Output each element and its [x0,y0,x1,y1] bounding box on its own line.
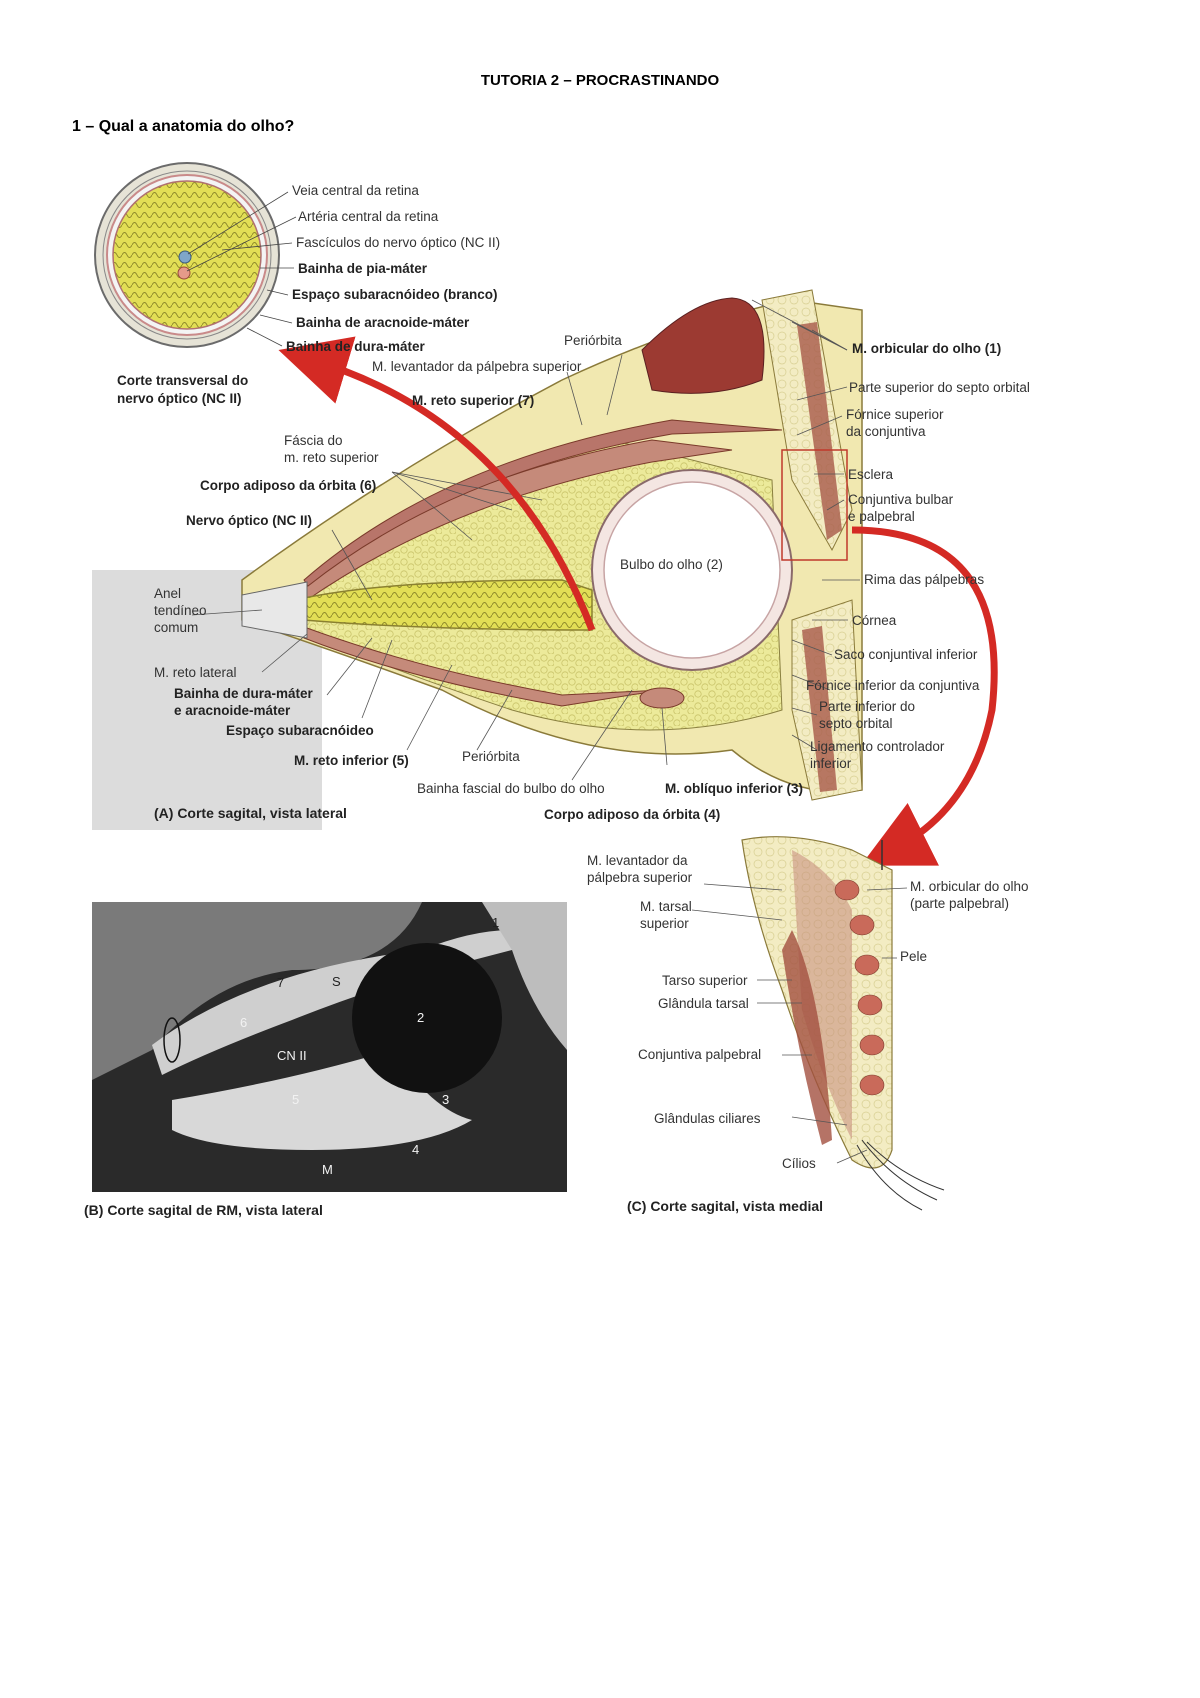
anatomy-illustration [92,162,998,1211]
label-dura-arachnoid-line2: e aracnoide-máter [174,703,291,718]
label-c-orbicularis-line2: (parte palpebral) [910,896,1010,911]
label-annulus-line1: Anel [154,586,182,601]
label-lateral-rectus: M. reto lateral [154,665,237,680]
label-sclera: Esclera [848,467,894,482]
label-superior-septum: Parte superior do septo orbital [849,380,1030,395]
label-eyeball: Bulbo do olho (2) [620,557,723,572]
label-c-tarsal-line2: superior [640,916,689,931]
label-fascia-line2: m. reto superior [284,450,379,465]
caption-panel-b: (B) Corte sagital de RM, vista lateral [84,1202,323,1218]
label-superior-fornix-line1: Fórnice superior [846,407,944,422]
mri-label-7: 7 [277,975,285,990]
label-inferior-fornix: Fórnice inferior da conjuntiva [806,678,980,693]
label-orbital-fat-6: Corpo adiposo da órbita (6) [200,478,377,493]
label-orbital-fat-4: Corpo adiposo da órbita (4) [544,807,721,822]
document-title: TUTORIA 2 – PROCRASTINANDO [480,72,720,89]
label-annulus-line2: tendíneo [154,603,207,618]
label-c-levator-line2: pálpebra superior [587,870,693,885]
label-periorbita-bottom: Periórbita [462,749,520,764]
mri-label-cn2: CN II [277,1048,307,1063]
mri-label-m: M [322,1162,333,1177]
label-ligament-line2: inferior [810,756,852,771]
label-c-levator-line1: M. levantador da [587,853,688,868]
mri-label-2: 2 [417,1010,425,1025]
label-c-tarsal-line1: M. tarsal [640,899,692,914]
panel-b-mri [92,902,567,1192]
label-inferior-sac: Saco conjuntival inferior [834,647,978,662]
eye-anatomy-figure: Veia central da retina Artéria central d… [84,150,1142,1330]
label-dura-mater-sheath: Bainha de dura-máter [286,339,425,354]
label-c-orbicularis-line1: M. orbicular do olho [910,879,1029,894]
mri-label-1: 1 [492,915,500,930]
label-cornea: Córnea [852,613,897,628]
panel-a-drawing [92,289,998,866]
panel-c-drawing [691,836,945,1211]
label-palpebral-fissure: Rima das pálpebras [864,572,985,587]
label-c-conjunctiva: Conjuntiva palpebral [638,1047,762,1062]
mri-label-6: 6 [240,1015,248,1030]
label-central-retinal-vein: Veia central da retina [292,183,419,198]
label-fascial-sheath: Bainha fascial do bulbo do olho [417,781,605,796]
label-central-retinal-artery: Artéria central da retina [298,209,439,224]
mri-label-s: S [332,974,341,989]
inset-caption-line2: nervo óptico (NC II) [117,391,242,406]
label-fascia-line1: Fáscia do [284,433,343,448]
mri-label-3: 3 [442,1092,450,1107]
label-c-cilia: Cílios [782,1156,816,1171]
label-dura-arachnoid-line1: Bainha de dura-máter [174,686,313,701]
caption-panel-a: (A) Corte sagital, vista lateral [154,805,347,821]
label-inferior-septum-line2: septo orbital [819,716,893,731]
caption-panel-c: (C) Corte sagital, vista medial [627,1198,824,1214]
label-c-ciliary-glands: Glândulas ciliares [654,1111,761,1126]
optic-nerve-cross-section [94,162,297,348]
label-pia-mater-sheath: Bainha de pia-máter [298,261,428,276]
label-c-tarsal-gland: Glândula tarsal [658,996,749,1011]
label-c-tarsus: Tarso superior [662,973,748,988]
label-inferior-septum-line1: Parte inferior do [819,699,916,714]
label-optic-nerve: Nervo óptico (NC II) [186,513,313,528]
inset-caption-line1: Corte transversal do [117,373,249,388]
label-ligament-line1: Ligamento controlador [810,739,945,754]
label-annulus-line3: comum [154,620,199,635]
label-conjunctiva-line2: e palpebral [848,509,915,524]
label-optic-nerve-fascicles: Fascículos do nervo óptico (NC II) [296,235,501,250]
label-inferior-rectus: M. reto inferior (5) [294,753,409,768]
label-superior-rectus: M. reto superior (7) [412,393,535,408]
label-inferior-oblique: M. oblíquo inferior (3) [665,781,803,796]
label-periorbita-top: Periórbita [564,333,622,348]
label-levator-muscle: M. levantador da pálpebra superior [372,359,582,374]
mri-label-4: 4 [412,1142,420,1157]
label-arachnoid-sheath: Bainha de aracnoide-máter [296,315,470,330]
label-orbicularis: M. orbicular do olho (1) [852,341,1002,356]
label-conjunctiva-line1: Conjuntiva bulbar [848,492,954,507]
mri-label-5: 5 [292,1092,300,1107]
question-heading: 1 – Qual a anatomia do olho? [72,118,295,135]
label-c-skin: Pele [900,949,928,964]
label-subarachnoid-space: Espaço subaracnóideo (branco) [292,287,498,302]
label-superior-fornix-line2: da conjuntiva [846,424,926,439]
label-subarachnoid-a: Espaço subaracnóideo [226,723,374,738]
